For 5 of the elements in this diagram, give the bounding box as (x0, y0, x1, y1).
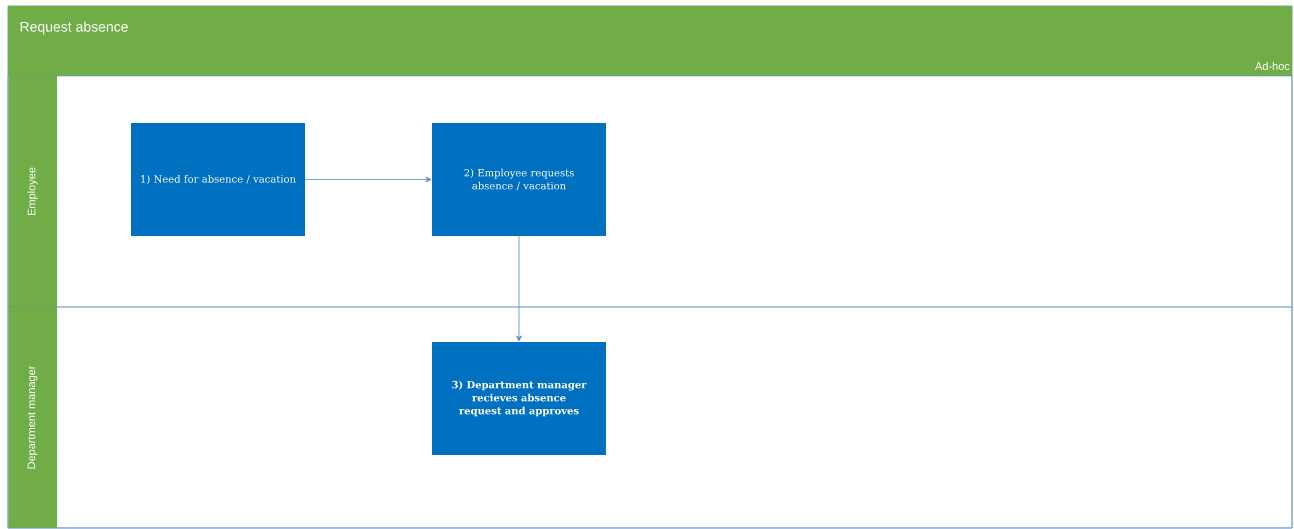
arrow (516, 235, 522, 342)
process-box: 2) Employee requests absence / vacation (432, 123, 606, 236)
process-box: 1) Need for absence / vacation (131, 123, 305, 236)
process-box: 3) Department manager recieves absence request and approves (432, 342, 606, 455)
arrow (304, 176, 432, 183)
